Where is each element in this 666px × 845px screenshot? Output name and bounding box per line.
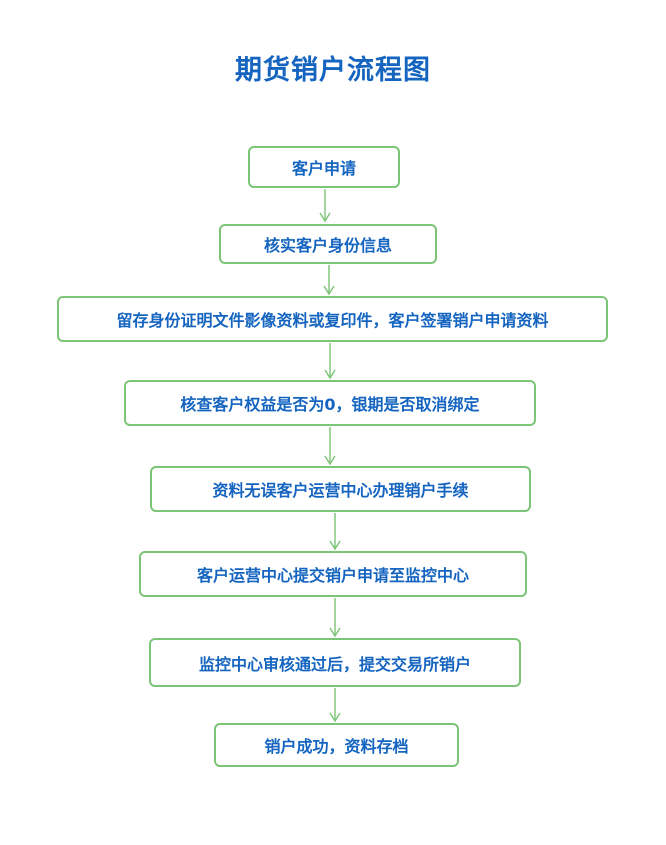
step-6-label: 客户运营中心提交销户申请至监控中心 — [196, 566, 469, 585]
arrow-6 — [329, 598, 341, 638]
arrow-3 — [324, 343, 336, 380]
step-8-box: 销户成功，资料存档 — [214, 723, 459, 767]
step-6-box: 客户运营中心提交销户申请至监控中心 — [139, 551, 527, 597]
step-5-label: 资料无误客户运营中心办理销户手续 — [212, 481, 469, 500]
step-1-box: 客户申请 — [248, 146, 400, 188]
step-7-label: 监控中心审核通过后，提交交易所销户 — [198, 654, 471, 674]
step-4-box: 核查客户权益是否为0，银期是否取消绑定 — [124, 380, 536, 426]
page-title: 期货销户流程图 — [235, 55, 431, 86]
step-7-box: 监控中心审核通过后，提交交易所销户 — [149, 638, 521, 687]
step-1-label: 客户申请 — [291, 159, 356, 178]
step-4-label: 核查客户权益是否为0，银期是否取消绑定 — [180, 395, 480, 414]
step-5-box: 资料无误客户运营中心办理销户手续 — [150, 466, 531, 512]
step-2-box: 核实客户身份信息 — [219, 224, 437, 264]
step-3-box: 留存身份证明文件影像资料或复印件，客户签署销户申请资料 — [57, 296, 608, 342]
arrow-4 — [324, 427, 336, 466]
arrow-2 — [323, 265, 335, 296]
step-8-label: 销户成功，资料存档 — [264, 737, 409, 756]
arrow-1 — [319, 189, 331, 223]
arrow-5 — [329, 513, 341, 551]
step-2-label: 核实客户身份信息 — [263, 236, 392, 255]
arrow-7 — [329, 688, 341, 723]
step-3-label: 留存身份证明文件影像资料或复印件，客户签署销户申请资料 — [116, 311, 549, 330]
